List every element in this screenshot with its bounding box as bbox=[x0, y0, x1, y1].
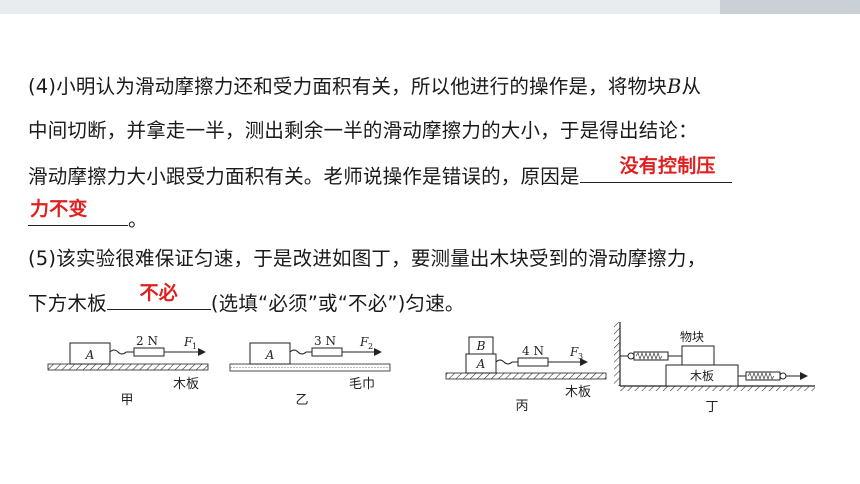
bing-force-sub: 3 bbox=[578, 352, 583, 361]
jia-spring-scale bbox=[133, 347, 165, 357]
bing-force-label: F bbox=[569, 345, 579, 359]
ding-block-label: 物块 bbox=[680, 330, 704, 344]
bing-force-value: 4 N bbox=[522, 344, 544, 358]
q4-line-3: 滑动摩擦力大小跟受力面积有关。老师说操作是错误的，原因是 没有控制压 bbox=[28, 155, 732, 190]
yi-spring-scale bbox=[311, 347, 343, 357]
figure-ding: 木板 物块 丁 bbox=[614, 322, 815, 415]
q4-answer-blank-2: 力不变 bbox=[28, 198, 128, 226]
q5-answer: 不必 bbox=[139, 282, 179, 304]
jia-block-label: A bbox=[85, 348, 95, 362]
q4-line-2: 中间切断，并拿走一半，测出剩余一半的滑动摩擦力的大小，于是得出结论： bbox=[28, 119, 698, 142]
top-banner-accent bbox=[720, 0, 860, 14]
q5-answer-blank: 不必 bbox=[106, 282, 211, 310]
jia-board bbox=[47, 363, 209, 371]
jia-force-value: 2 N bbox=[136, 334, 158, 348]
q4-line-1: (4)小明认为滑动摩擦力还和受力面积有关，所以他进行的操作是，将物块B从 bbox=[28, 74, 701, 100]
q4-answer-part-2: 力不变 bbox=[30, 198, 88, 220]
q4-line-3-text: 滑动摩擦力大小跟受力面积有关。老师说操作是错误的，原因是 bbox=[28, 165, 580, 188]
figure-jia: A 2 N F 1 木板 甲 bbox=[47, 334, 209, 408]
yi-hook bbox=[289, 349, 307, 355]
ding-floor-hatch bbox=[620, 386, 815, 391]
figure-bing: B A 4 N F 3 木板 丙 bbox=[445, 336, 607, 414]
q4-answer-part-1: 没有控制压 bbox=[619, 155, 716, 177]
q4-block-b: B bbox=[666, 75, 682, 98]
bing-spring-scale bbox=[517, 357, 549, 367]
jia-force-sub: 1 bbox=[192, 342, 197, 351]
q5-line-1: (5)该实验很难保证匀速，于是改进如图丁，要测量出木块受到的滑动摩擦力， bbox=[28, 247, 707, 270]
q4-end-period: 。 bbox=[128, 208, 148, 231]
q5-line-2-end: (选填“必须”或“不必”)匀速。 bbox=[210, 292, 465, 315]
ding-board-label: 木板 bbox=[690, 369, 714, 383]
q4-line-1-text: (4)小明认为滑动摩擦力还和受力面积有关，所以他进行的操作是，将物块 bbox=[28, 75, 667, 98]
jia-hook bbox=[109, 349, 127, 355]
q4-line-4: 力不变 。 bbox=[28, 198, 148, 233]
bing-block-a-label: A bbox=[476, 357, 486, 371]
jia-surface-label: 木板 bbox=[173, 377, 199, 392]
jia-block-a bbox=[69, 342, 111, 365]
bing-board bbox=[445, 372, 607, 380]
q5-line-2: 下方木板 不必 (选填“必须”或“不必”)匀速。 bbox=[28, 282, 465, 317]
yi-force-label: F bbox=[359, 335, 369, 349]
yi-block-a bbox=[249, 342, 291, 365]
q5-line-2-text: 下方木板 bbox=[28, 292, 107, 315]
yi-block-label: A bbox=[265, 348, 275, 362]
top-banner bbox=[0, 0, 860, 14]
ding-right-ring bbox=[779, 372, 787, 380]
ding-caption: 丁 bbox=[705, 400, 718, 415]
figure-yi: A 3 N F 2 毛巾 乙 bbox=[229, 334, 391, 408]
q4-line-1-end: 从 bbox=[681, 75, 702, 98]
yi-force-value: 3 N bbox=[314, 334, 336, 348]
ding-block bbox=[681, 345, 715, 366]
yi-caption: 乙 bbox=[295, 393, 308, 408]
ding-wall-hatch bbox=[614, 322, 620, 386]
yi-surface-label: 毛巾 bbox=[349, 377, 375, 392]
ding-left-ring bbox=[627, 352, 635, 360]
yi-force-sub: 2 bbox=[368, 342, 373, 351]
bing-block-b-label: B bbox=[476, 339, 486, 353]
q4-answer-blank-1: 没有控制压 bbox=[579, 155, 732, 183]
jia-caption: 甲 bbox=[120, 393, 133, 408]
bing-block-b bbox=[468, 336, 494, 355]
bing-hook bbox=[495, 359, 513, 365]
bing-surface-label: 木板 bbox=[565, 385, 591, 400]
bing-caption: 丙 bbox=[515, 399, 528, 414]
jia-force-label: F bbox=[183, 335, 193, 349]
